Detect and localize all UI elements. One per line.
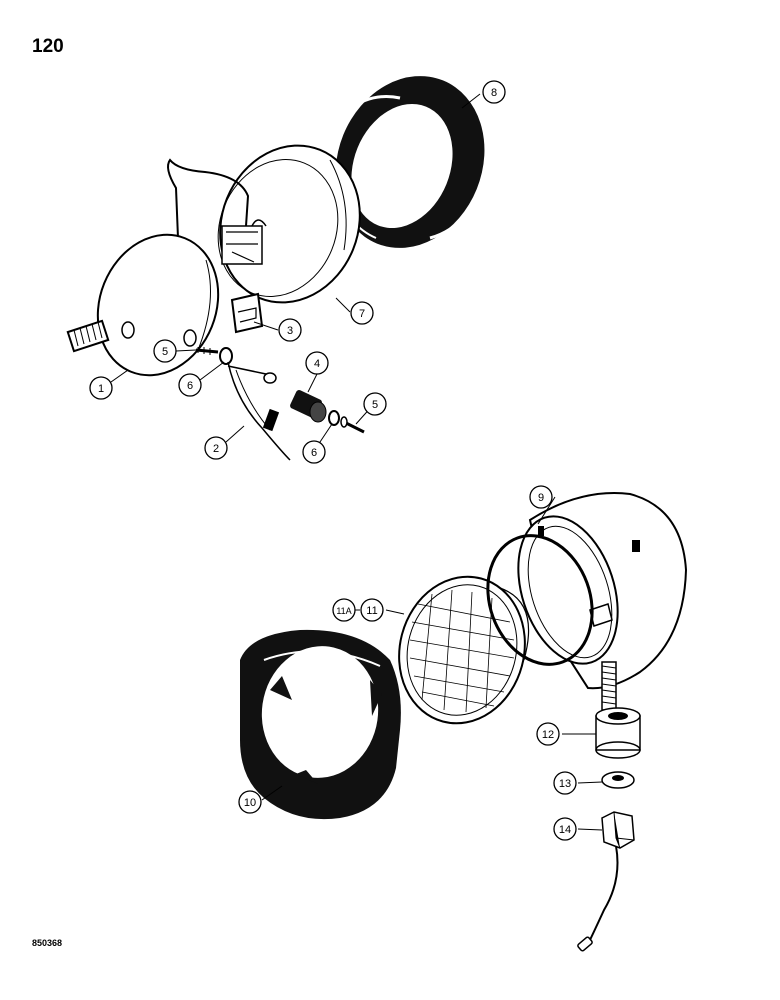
callout-4: 4: [305, 351, 329, 375]
part-1-back-cover: [66, 233, 220, 377]
svg-text:9: 9: [538, 492, 544, 504]
svg-text:7: 7: [359, 308, 365, 320]
callout-8: 8: [482, 80, 506, 104]
part-4-connector: [290, 390, 327, 423]
callout-9: 9: [529, 485, 553, 509]
cable-connector: [577, 936, 593, 952]
callout-layer: 8 7 3 4 5 6 1 2: [89, 80, 577, 841]
threaded-stud: [601, 661, 617, 711]
part-3-clip: [230, 292, 264, 334]
part-14-hex-nut: [601, 811, 635, 849]
part-2-wire-lead: [227, 361, 291, 461]
part-10-bezel-ring: [240, 629, 401, 820]
callout-10: 10: [238, 790, 262, 814]
callout-12: 12: [536, 722, 560, 746]
leader-lines: [110, 93, 603, 831]
part-7-lamp-housing: [217, 144, 361, 304]
part-11-sealed-beam: [398, 575, 530, 725]
callout-3: 3: [278, 318, 302, 342]
svg-text:11: 11: [366, 605, 377, 617]
svg-text:1: 1: [98, 383, 104, 395]
svg-text:3: 3: [287, 325, 293, 337]
svg-text:4: 4: [314, 358, 320, 370]
o-ring: [486, 534, 594, 666]
svg-text:6: 6: [311, 447, 317, 459]
svg-text:6: 6: [187, 380, 193, 392]
callout-5-right: 5: [363, 392, 387, 416]
part-6-washer-right: [328, 410, 340, 426]
part-13-washer: [601, 771, 635, 789]
svg-text:12: 12: [542, 729, 554, 741]
callout-5-left: 5: [153, 339, 177, 363]
svg-text:14: 14: [559, 824, 571, 836]
part-6-washer-left: [219, 347, 233, 365]
callout-11: 11: [360, 598, 384, 622]
svg-text:5: 5: [162, 346, 168, 358]
part-8-rubber-ring: [335, 76, 485, 248]
callout-13: 13: [553, 771, 577, 795]
callout-7: 7: [350, 301, 374, 325]
svg-text:5: 5: [372, 399, 378, 411]
svg-text:10: 10: [244, 797, 256, 809]
svg-text:2: 2: [213, 443, 219, 455]
svg-text:8: 8: [491, 87, 497, 99]
callout-6-right: 6: [302, 440, 326, 464]
part-5-bolt-right: [340, 416, 365, 434]
part-12-spacer: [595, 707, 641, 759]
svg-text:13: 13: [559, 778, 571, 790]
callout-6-left: 6: [178, 373, 202, 397]
svg-text:11A: 11A: [336, 606, 351, 616]
callout-1: 1: [89, 376, 113, 400]
page-number: 120: [32, 36, 64, 57]
callout-11a: 11A: [332, 598, 356, 622]
part-5-bolt-left: [195, 347, 219, 355]
cable: [587, 845, 619, 945]
callout-14: 14: [553, 817, 577, 841]
figure-code: 850368: [32, 938, 63, 948]
part-9-spherical-housing: [517, 492, 688, 690]
callout-2: 2: [204, 436, 228, 460]
